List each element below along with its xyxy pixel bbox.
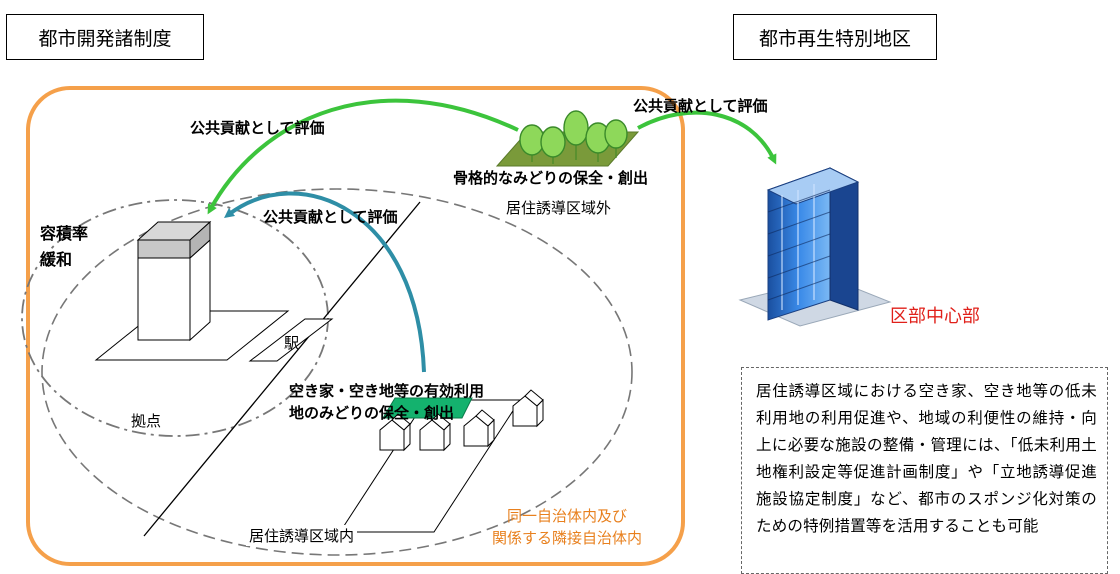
left-title-box: 都市開発諸制度: [6, 14, 204, 60]
far-relax-line1: 容積率: [40, 224, 89, 243]
hub-label: 拠点: [131, 412, 162, 430]
note-text: 居住誘導区域における空き家、空き地等の低未利用地の利用促進や、地域の利便性の維持…: [756, 382, 1097, 535]
arrow-to-hub-teal: [224, 191, 426, 373]
municipality-label: 同一自治体内及び 関係する隣接自治体内: [492, 505, 642, 549]
tall-building: [136, 220, 212, 342]
rail-line: [143, 201, 421, 537]
ward-center-label: 区部中心部: [890, 306, 980, 327]
greenery-outside-label: 骨格的なみどりの保全・創出: [453, 169, 649, 187]
hub-boundary: [21, 199, 329, 437]
inside-area-boundary: [41, 188, 633, 556]
municipality-line2: 関係する隣接自治体内: [492, 529, 643, 547]
vacant-line2: 地のみどりの保全・創出: [289, 404, 455, 422]
inside-area-label: 居住誘導区域内: [246, 525, 358, 546]
right-title: 都市再生特別地区: [758, 27, 911, 50]
skyscraper-icon: [738, 167, 892, 327]
municipality-boundary: [26, 86, 685, 566]
greenery-park: [495, 110, 640, 167]
station-label: 駅: [284, 334, 300, 352]
right-title-box: 都市再生特別地区: [733, 14, 937, 60]
vacant-line1: 空き家・空き地等の有効利用: [289, 382, 485, 400]
arrow-label-top-left: 公共貢献として評価: [190, 119, 325, 137]
municipality-line1: 同一自治体内及び: [507, 507, 628, 525]
vacant-label: 空き家・空き地等の有効利用 地のみどりの保全・創出: [289, 380, 484, 424]
far-relax-line2: 緩和: [40, 250, 73, 269]
house: [512, 389, 544, 428]
station-platform: [248, 318, 334, 362]
far-relax-label: 容積率 緩和: [40, 221, 88, 273]
arrow-to-center-green: [637, 110, 777, 165]
house: [379, 413, 411, 452]
note-box: 居住誘導区域における空き家、空き地等の低未利用地の利用促進や、地域の利便性の維持…: [741, 367, 1108, 574]
outside-area-label: 居住誘導区域外: [506, 199, 612, 217]
left-title: 都市開発諸制度: [38, 27, 172, 50]
arrow-label-middle: 公共貢献として評価: [263, 208, 398, 226]
arrow-label-top-right: 公共貢献として評価: [633, 97, 768, 115]
arrow-to-hub-green: [207, 98, 519, 215]
house: [419, 413, 451, 452]
houses: [379, 389, 544, 452]
house: [463, 409, 495, 448]
